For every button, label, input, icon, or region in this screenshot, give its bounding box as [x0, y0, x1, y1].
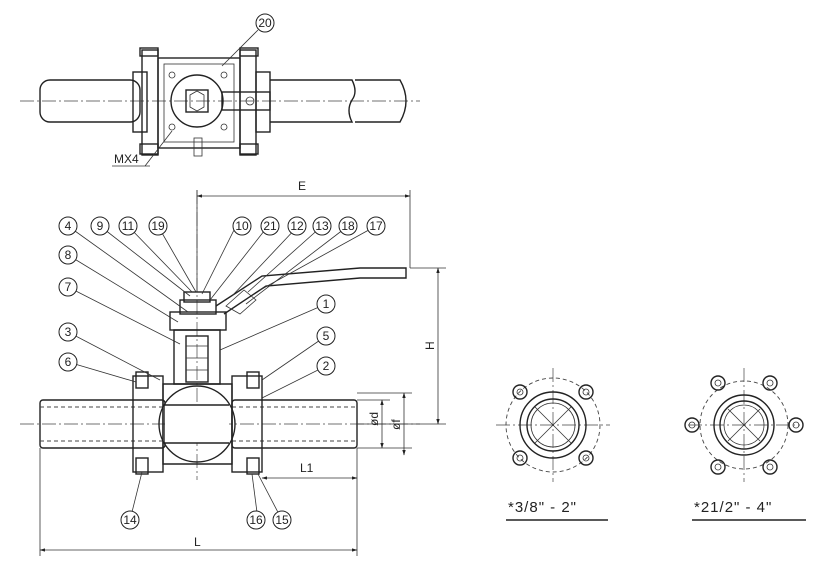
callout-6: 6	[58, 352, 78, 372]
dim-d-label: ød	[367, 412, 381, 426]
callout-11: 11	[118, 216, 138, 236]
callouts: 20 4 9 11 19 10 21 12 13 18 17 8 7 3 6 1…	[58, 13, 386, 530]
section-view	[20, 190, 420, 521]
callout-1: 1	[316, 294, 336, 314]
callout-15: 15	[272, 510, 292, 530]
svg-text:6: 6	[65, 355, 72, 369]
flange-view-4bolt: *3/8" - 2"	[496, 368, 610, 521]
svg-text:13: 13	[315, 219, 329, 233]
callout-7: 7	[58, 277, 78, 297]
svg-text:20: 20	[258, 16, 272, 30]
dim-L-label: L	[194, 535, 201, 549]
svg-text:8: 8	[65, 248, 72, 262]
callout-18: 18	[338, 216, 358, 236]
callout-5: 5	[316, 326, 336, 346]
dim-f-label: øf	[389, 419, 403, 430]
callout-9: 9	[90, 216, 110, 236]
svg-text:12: 12	[290, 219, 304, 233]
flange-4bolt-caption: *3/8" - 2"	[508, 499, 577, 516]
dimensions: E H ød øf L1 L	[39, 179, 446, 556]
svg-text:19: 19	[151, 219, 165, 233]
callout-10: 10	[232, 216, 252, 236]
callout-16: 16	[246, 510, 266, 530]
callout-14: 14	[120, 510, 140, 530]
svg-text:18: 18	[341, 219, 355, 233]
svg-text:5: 5	[323, 329, 330, 343]
callout-17: 17	[366, 216, 386, 236]
callout-4: 4	[58, 216, 78, 236]
flange-view-5bolt: *21/2" - 4"	[684, 368, 806, 521]
flange-5bolt-caption: *21/2" - 4"	[694, 499, 772, 516]
top-view: MX4	[20, 29, 420, 167]
dim-E-label: E	[298, 179, 306, 193]
svg-text:15: 15	[275, 513, 289, 527]
bolt-spec-label: MX4	[114, 152, 139, 166]
svg-text:16: 16	[249, 513, 263, 527]
svg-text:11: 11	[122, 219, 135, 233]
callout-19: 19	[148, 216, 168, 236]
callout-8: 8	[58, 245, 78, 265]
svg-text:3: 3	[65, 325, 72, 339]
dim-L1-label: L1	[300, 461, 314, 475]
dim-H-label: H	[423, 341, 437, 350]
svg-text:2: 2	[323, 359, 330, 373]
callout-12: 12	[287, 216, 307, 236]
callout-21: 21	[260, 216, 280, 236]
svg-text:7: 7	[65, 280, 72, 294]
svg-text:14: 14	[123, 513, 137, 527]
callout-20: 20	[255, 13, 275, 33]
svg-text:21: 21	[263, 219, 277, 233]
svg-text:1: 1	[323, 297, 330, 311]
svg-text:9: 9	[97, 219, 104, 233]
svg-text:10: 10	[235, 219, 249, 233]
callout-3: 3	[58, 322, 78, 342]
svg-text:17: 17	[369, 219, 383, 233]
svg-text:4: 4	[65, 219, 72, 233]
callout-13: 13	[312, 216, 332, 236]
callout-2: 2	[316, 356, 336, 376]
